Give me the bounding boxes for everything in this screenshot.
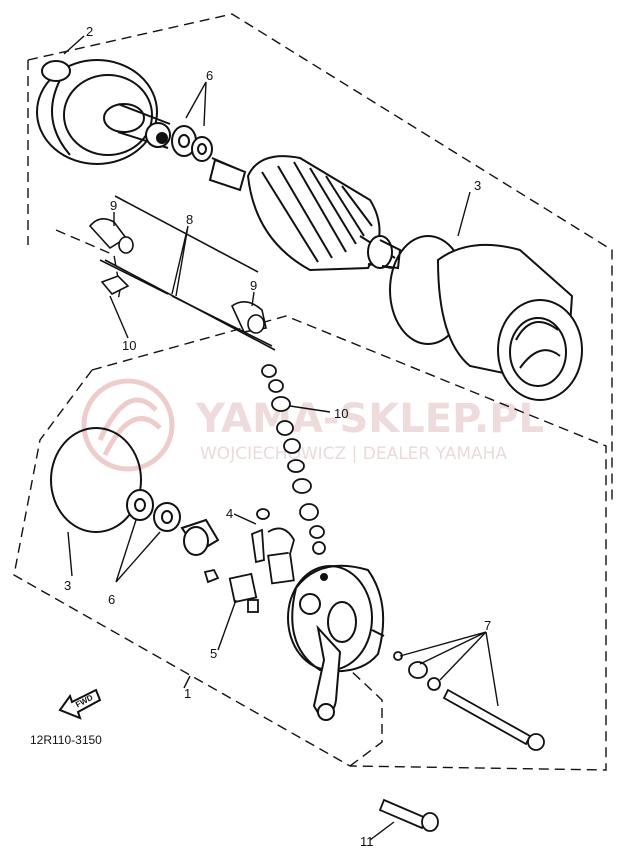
callout-6-top: 6 — [206, 68, 213, 83]
washer-6d — [153, 502, 181, 532]
callout-9-bottom: 9 — [250, 278, 257, 293]
callout-8: 8 — [186, 212, 193, 227]
rear-seals — [50, 427, 220, 556]
leader-lines — [63, 35, 499, 841]
washer-stack — [261, 364, 326, 555]
callout-3-top: 3 — [474, 178, 481, 193]
washer-6c — [126, 489, 154, 521]
callout-5: 5 — [210, 646, 217, 661]
brush-holder-parts — [203, 508, 295, 613]
callout-6-bottom: 6 — [108, 592, 115, 607]
assembly-boundary — [13, 13, 613, 771]
callout-4: 4 — [226, 506, 233, 521]
rear-cover — [287, 564, 385, 721]
o-ring-2 — [41, 60, 71, 82]
watermark-logo — [81, 378, 175, 472]
yoke-housing — [389, 235, 583, 401]
armature — [208, 155, 402, 272]
forward-arrow: FWD — [58, 688, 102, 720]
watermark: YAMA-SKLEP.PL WOJCIECHOWICZ | DEALER YAM… — [81, 378, 544, 472]
diagram-code: 12R110-3150 — [30, 733, 102, 747]
callout-7: 7 — [484, 618, 491, 633]
bushing — [183, 526, 209, 556]
callout-2: 2 — [86, 24, 93, 39]
washer-6b — [191, 136, 213, 162]
watermark-dealer: WOJCIECHOWICZ | DEALER YAMAHA — [200, 444, 507, 464]
callout-1: 1 — [184, 686, 191, 701]
bolt-11 — [378, 798, 439, 832]
callout-10-left: 10 — [122, 338, 136, 353]
front-cover — [36, 59, 241, 171]
callout-9-top: 9 — [110, 198, 117, 213]
callout-11: 11 — [360, 834, 374, 849]
through-bolts — [393, 651, 545, 751]
o-ring-3-bottom — [50, 427, 142, 533]
callout-10-right: 10 — [334, 406, 348, 421]
callout-3-bottom: 3 — [64, 578, 71, 593]
watermark-brand: YAMA-SKLEP.PL — [195, 396, 544, 442]
